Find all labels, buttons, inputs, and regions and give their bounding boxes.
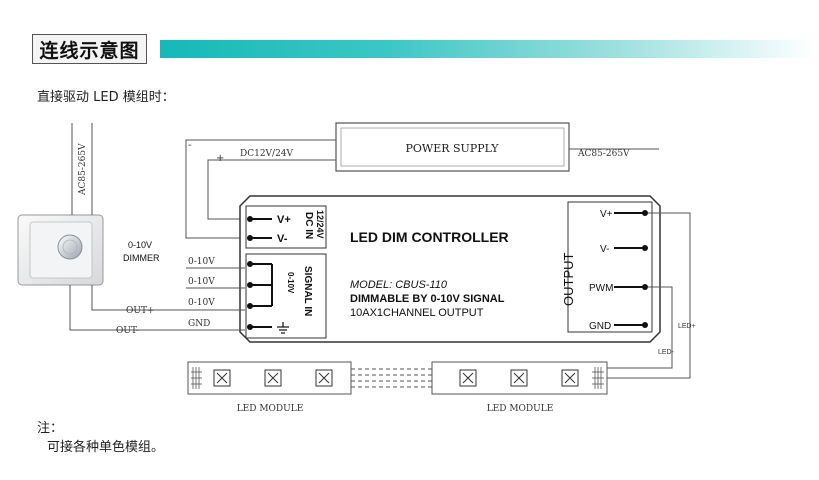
output-title: OUTPUT — [561, 253, 576, 307]
controller-output-spec: 10AX1CHANNEL OUTPUT — [350, 307, 484, 319]
signal-in-title: SIGNAL IN — [302, 266, 313, 316]
dc-in-voltage: 12/24V — [315, 210, 325, 239]
led-module-label-1: LED MODULE — [237, 404, 304, 414]
input-label-gnd: GND — [188, 319, 210, 329]
dimmer-knob-icon — [57, 234, 83, 260]
input-label-2: 0-10V — [188, 277, 215, 287]
controller-box — [239, 195, 661, 343]
ac-output-label: AC85-265V — [577, 149, 630, 159]
ac-input-label: AC85-265V — [78, 143, 88, 196]
dc-voltage-label: DC12V/24V — [240, 149, 294, 159]
subtitle: 直接驱动 LED 模组时： — [37, 90, 175, 105]
dc-wires — [185, 139, 659, 239]
power-supply: POWER SUPPLY — [335, 122, 570, 172]
led-module-label-2: LED MODULE — [487, 404, 554, 414]
section-title: 连线示意图 — [32, 34, 147, 64]
dc-minus-label: - — [188, 140, 192, 151]
input-label-1: 0-10V — [188, 257, 215, 267]
dc-in-title: DC IN — [303, 212, 314, 239]
controller-dimmable: DIMMABLE BY 0-10V SIGNAL — [350, 293, 505, 305]
output-vplus: V+ — [600, 209, 613, 220]
led-module-1 — [187, 361, 352, 395]
led-minus-label: LED- — [658, 349, 675, 356]
dimmer-device — [17, 214, 104, 286]
input-label-3: 0-10V — [188, 298, 215, 308]
dc-in-vminus: V- — [277, 233, 288, 245]
controller-model: MODEL: CBUS-110 — [350, 279, 448, 291]
note-text: 可接各种单色模组。 — [47, 440, 165, 455]
led-module-2 — [431, 361, 608, 395]
power-supply-label: POWER SUPPLY — [405, 142, 499, 155]
title-gradient-bar — [160, 40, 815, 58]
dimmer-label-2: DIMMER — [123, 253, 160, 263]
dimmer-out-minus: OUT- — [116, 326, 139, 336]
output-vminus: V- — [600, 244, 609, 255]
dc-in-vplus: V+ — [277, 214, 291, 226]
ground-icon — [277, 322, 289, 334]
led-plus-label: LED+ — [678, 323, 696, 330]
note-heading: 注： — [37, 421, 64, 436]
output-pwm: PWM — [589, 283, 613, 294]
dc-plus-label: + — [216, 153, 224, 164]
controller-title: LED DIM CONTROLLER — [350, 229, 509, 245]
output-gnd: GND — [589, 321, 611, 332]
dimmer-out-plus: OUT+ — [126, 306, 155, 316]
signal-range-label: 0-10V — [286, 272, 295, 294]
dimmer-label-1: 0-10V — [128, 240, 152, 250]
